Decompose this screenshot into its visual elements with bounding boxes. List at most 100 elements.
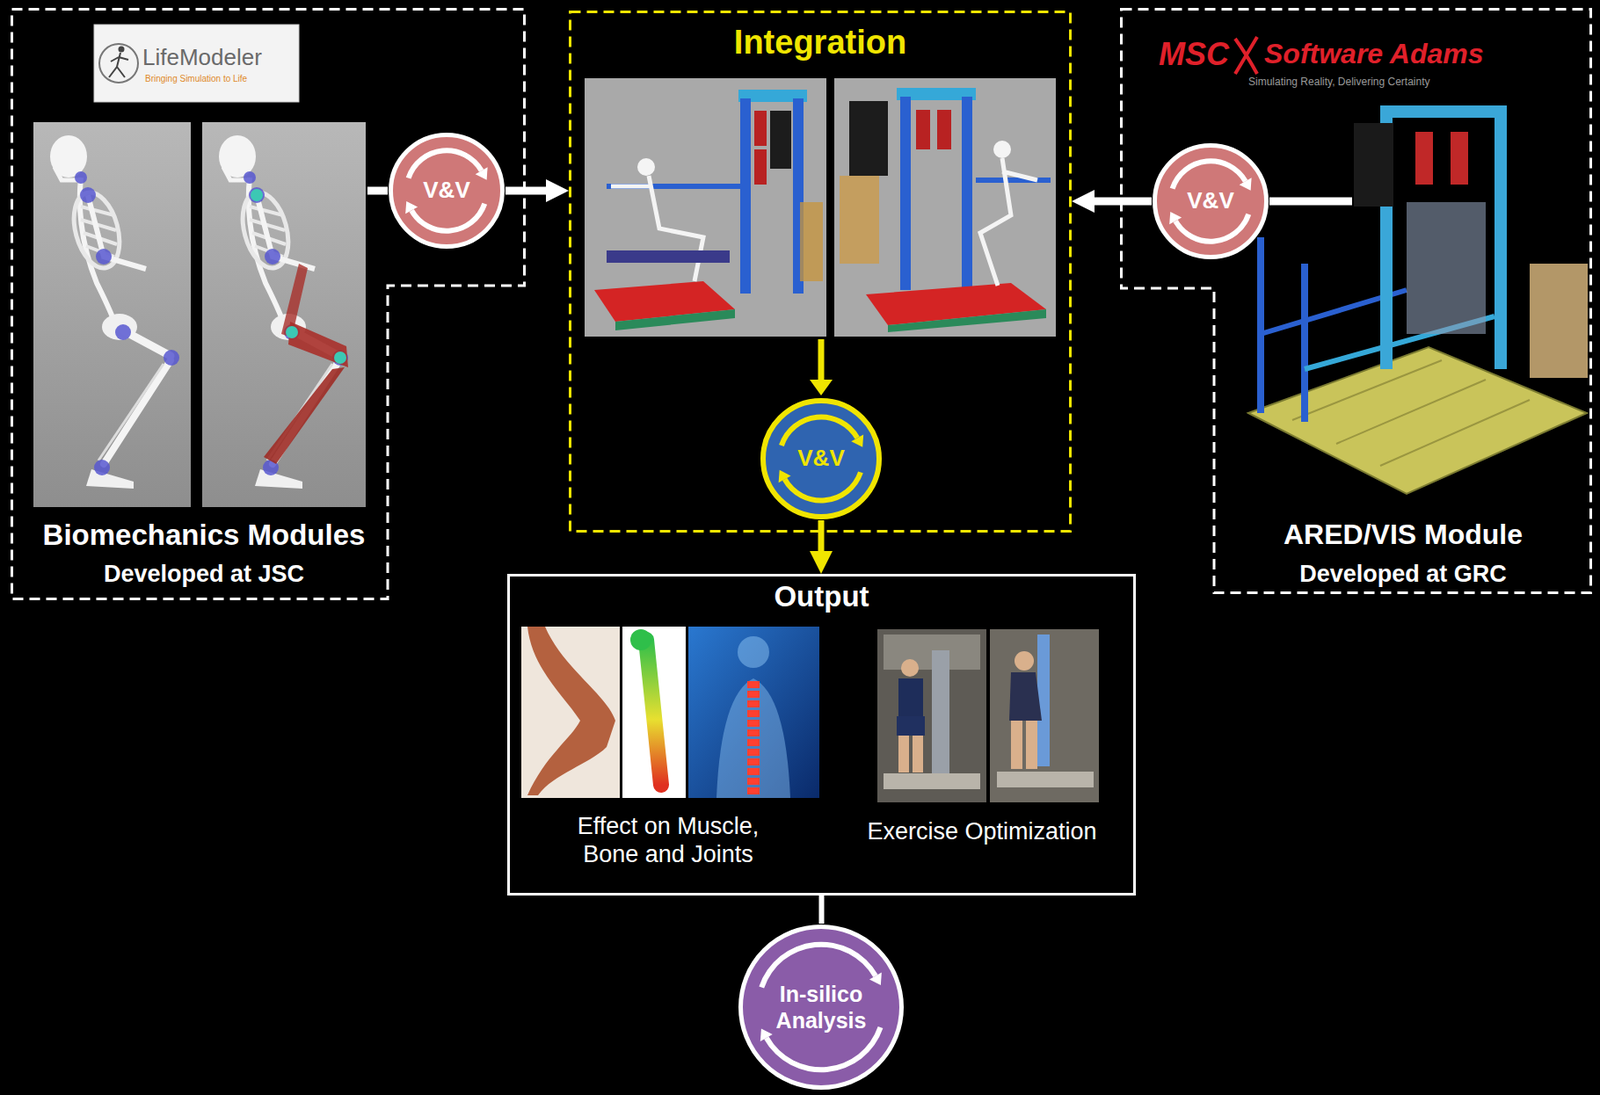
astronaut-photo [1014, 651, 1034, 671]
integration-model-right [887, 309, 1047, 333]
group-subtitle: Developed at GRC [1227, 560, 1579, 589]
vv-cycle: V&V [1151, 142, 1270, 261]
integration-group: IntegrationV&V [568, 10, 1072, 533]
biomechanics-group-outline [10, 7, 526, 601]
astronaut-photo [1009, 672, 1042, 721]
logo-wordmark: LifeModeler [142, 43, 262, 72]
integration-model-left [615, 309, 735, 331]
integration-model-right [937, 109, 952, 150]
femur-image [630, 629, 652, 651]
circle-shape [741, 927, 902, 1089]
ared-model [1529, 263, 1588, 379]
muscle-panel [218, 135, 349, 489]
astronaut-photo [877, 629, 987, 803]
muscle-panel [263, 367, 345, 465]
integration-model-left [770, 110, 792, 169]
ared-model [1406, 202, 1486, 335]
astronaut-photo [1025, 720, 1038, 770]
spine-image [688, 626, 820, 799]
dashed-border [1121, 9, 1592, 594]
cycle-arrowhead [869, 973, 882, 986]
spine-image [747, 758, 760, 766]
flow-connector [1083, 197, 1152, 206]
flow-arrow [818, 339, 825, 382]
node-label: In-silico Analysis [763, 981, 879, 1034]
muscle-panel [202, 122, 366, 508]
spine-image [747, 729, 760, 737]
cycle-arrows [778, 414, 865, 503]
integration-model-left [754, 110, 767, 146]
integration-model-right [916, 109, 931, 150]
flow-connector [505, 187, 557, 196]
cycle-arc [1173, 213, 1252, 245]
integration-model-left [584, 78, 827, 337]
integration-model-left [754, 149, 767, 185]
muscle-panel [288, 321, 349, 368]
lifemodeler-logo [94, 24, 299, 102]
flow-arrow [367, 187, 388, 196]
femur-image [622, 626, 686, 799]
muscle-panel [285, 326, 299, 339]
dashed-border [12, 9, 525, 600]
spine-image [747, 720, 760, 728]
muscle-panel [250, 189, 263, 202]
cycle-arc [782, 471, 864, 503]
ared-group: ARED/VIS ModuleDeveloped at GRCV&V [1120, 7, 1593, 595]
cycle-arrows [405, 147, 488, 233]
astronaut-photo [898, 735, 910, 773]
spine-image [747, 690, 760, 699]
integration-model-right [993, 140, 1011, 159]
muscle-image [527, 626, 616, 796]
integration-model-right [839, 175, 880, 264]
ared-model [1494, 114, 1507, 370]
ared-group-outline [1120, 7, 1593, 595]
cycle-arc [409, 203, 488, 234]
integration-model-right [975, 177, 1051, 183]
in-silico-cycle-outline [737, 923, 905, 1091]
ared-model [1380, 105, 1507, 118]
logo-tagline: Simulating Reality, Delivering Certainty [1248, 75, 1431, 88]
ared-model [1248, 105, 1588, 495]
muscle-panel [202, 122, 366, 508]
astronaut-photo [877, 629, 987, 803]
msc-logo-swoosh [1235, 36, 1258, 74]
muscle-panel [250, 189, 347, 364]
integration-model-right [849, 101, 888, 176]
vv-cycle: V&V [387, 131, 506, 250]
circle-shape [391, 135, 503, 248]
astronaut-photo [912, 735, 924, 773]
group-title: Integration [568, 22, 1072, 64]
node-label: V&V [1186, 187, 1234, 215]
spine-image [716, 678, 791, 799]
spine-image [747, 787, 760, 795]
flow-connector [818, 520, 825, 562]
ared-model [1257, 237, 1265, 414]
cycle-arrowhead [760, 1029, 773, 1042]
astronaut-photo [989, 629, 1099, 803]
biomechanics-group: Biomechanics ModulesDeveloped at JSCV&V [10, 7, 526, 601]
integration-model-right [834, 78, 1056, 337]
flow-connector [819, 895, 825, 924]
integration-model-left [800, 202, 823, 282]
muscle-panel [334, 351, 347, 364]
text-holder: In-silico Analysis [737, 923, 905, 1091]
astronaut-photo [931, 650, 950, 774]
circle-shape [1155, 145, 1267, 258]
astronaut-photo [901, 659, 919, 677]
dashed-border [570, 12, 1071, 532]
cycle-arrowhead [1239, 177, 1252, 190]
integration-model-left [637, 158, 655, 176]
flow-arrow [809, 379, 833, 396]
node-label: V&V [422, 176, 470, 204]
cycle-arrowhead [1169, 211, 1182, 225]
cycle-arrowhead [475, 167, 488, 180]
spine-image [747, 681, 760, 689]
spine-image [688, 626, 820, 799]
spine-image [747, 700, 760, 708]
spine-image [747, 681, 760, 795]
cycle-arrowhead [405, 201, 418, 214]
ared-model [1415, 131, 1433, 185]
lifemodeler-logo [118, 46, 125, 53]
ared-model [1353, 123, 1394, 207]
